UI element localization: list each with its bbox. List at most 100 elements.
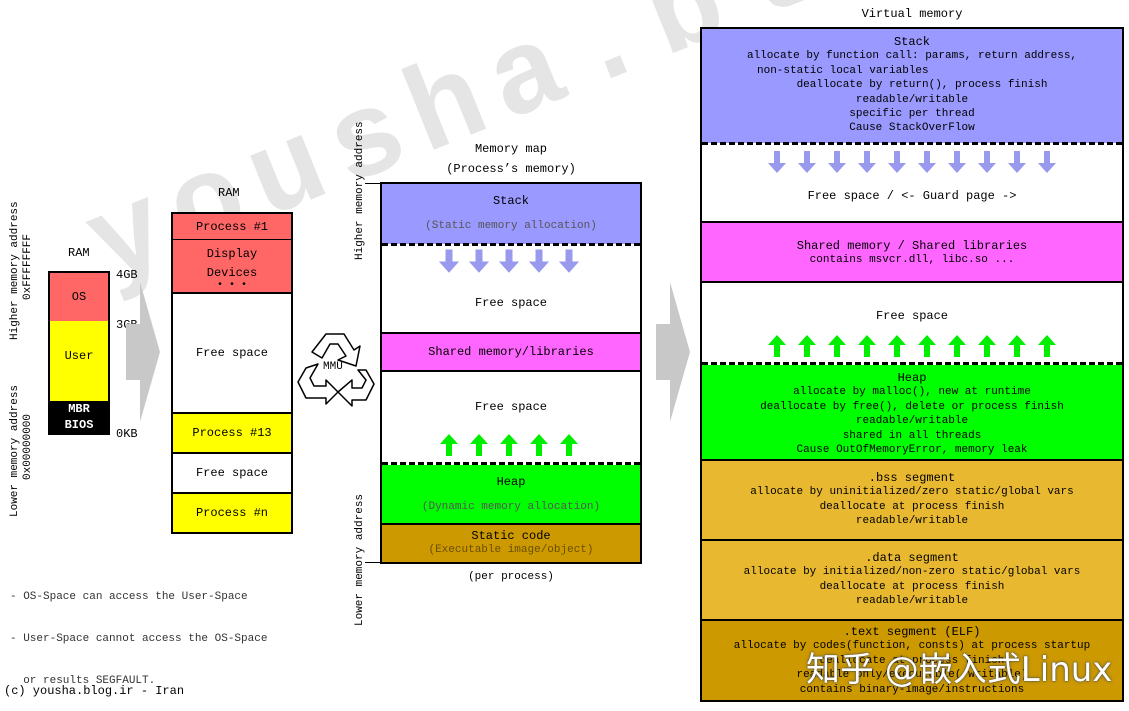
higher-memory-label: Higher memory address [9, 201, 21, 340]
vm-stack-title: Stack [893, 35, 930, 49]
map-dash-2 [382, 462, 640, 465]
vm-data-segment: .data segment allocate by initialized/no… [702, 541, 1122, 621]
note-line: - OS-Space can access the User-Space [10, 591, 248, 603]
map-stack-sub: (Static memory allocation) [425, 220, 597, 232]
map-tick-top [365, 183, 381, 184]
vm-stack-segment: Stack allocate by function call: params,… [702, 29, 1122, 143]
vm-text-line: contains binary-image/instructions [799, 683, 1025, 696]
vm-data-line: deallocate at process finish [819, 580, 1005, 593]
map-free-segment-2: Free space [382, 372, 640, 462]
vm-heap-line: allocate by malloc(), new at runtime [793, 386, 1031, 399]
vm-shared-title: Shared memory / Shared libraries [796, 239, 1028, 253]
vm-data-line: allocate by initialized/non-zero static/… [743, 566, 1081, 579]
map-heap-title: Heap [496, 475, 526, 489]
mark-0kb: 0KB [116, 427, 138, 441]
up-arrows-icon [440, 434, 578, 456]
vm-free-guard-segment: Free space / <- Guard page -> [702, 145, 1122, 223]
vm-heap-segment: Heap allocate by malloc(), new at runtim… [702, 365, 1122, 461]
mmu-label: MMU [323, 361, 343, 373]
vm-heap-title: Heap [897, 371, 927, 385]
process-1-segment: Process #1 [173, 214, 291, 240]
map-dash-1 [382, 243, 640, 246]
display-label: Display [206, 247, 258, 261]
vm-stack-line: non-static local variables [757, 64, 929, 77]
map-static-title: Static code [471, 529, 551, 543]
vm-bss-segment: .bss segment allocate by uninitialized/z… [702, 461, 1122, 541]
devices-label: Devices [206, 266, 258, 280]
vm-title: Virtual memory [861, 7, 963, 21]
copyright-text: (c) yousha.blog.ir - Iran [4, 684, 185, 698]
vm-bss-title: .bss segment [868, 471, 956, 485]
vm-heap-line: Cause OutOfMemoryError, memory leak [796, 444, 1028, 457]
vm-stack-line: allocate by function call: params, retur… [746, 50, 1078, 63]
vm-dash-1 [702, 142, 1122, 145]
map-free-label-2: Free space [474, 400, 547, 414]
memory-map-box: Stack (Static memory allocation) Free sp… [380, 182, 642, 564]
vm-text-line: deallocate at process finish [819, 654, 1005, 667]
vm-free-guard-label: Free space / <- Guard page -> [807, 189, 1017, 203]
vm-stack-line: deallocate by return(), process finish [796, 79, 1048, 92]
note-line: or results SEGFAULT. [10, 675, 156, 687]
higher-memory-value: 0xFFFFFFFF [22, 233, 34, 300]
vm-heap-line: readable/writable [855, 415, 969, 428]
map-tick-bottom [365, 562, 381, 563]
notes-block: - OS-Space can access the User-Space - U… [10, 562, 267, 702]
ram-big-title: RAM [218, 186, 240, 200]
down-arrows-icon [438, 249, 580, 273]
vm-dash-2 [702, 362, 1122, 365]
vm-free-segment: Free space [702, 283, 1122, 362]
map-subtitle: (Process’s memory) [446, 162, 576, 176]
vm-stack-line: readable/writable [855, 93, 969, 106]
up-arrows-icon [768, 335, 1056, 357]
free-space-segment-2: Free space [173, 454, 291, 494]
map-free-label-1: Free space [474, 296, 547, 310]
vm-stack-line: Cause StackOverFlow [849, 122, 975, 135]
vm-stack-line: specific per thread [849, 108, 975, 121]
map-heap-segment: Heap (Dynamic memory allocation) [382, 465, 640, 523]
ram-small-title: RAM [68, 246, 90, 260]
vm-text-segment: .text segment (ELF) allocate by codes(fu… [702, 621, 1122, 700]
bios-segment: BIOS [50, 418, 108, 433]
vm-shared-line: contains msvcr.dll, libc.so ... [809, 254, 1015, 267]
process-n-segment: Process #n [173, 494, 291, 532]
vm-text-line: readable only/executable(/writable) [796, 669, 1028, 682]
display-devices-segment: Display Devices • • • [173, 240, 291, 294]
map-static-sub: (Executable image/object) [428, 544, 594, 556]
note-line: - User-Space cannot access the OS-Space [10, 633, 268, 645]
grey-arrow-icon [126, 282, 160, 422]
map-title: Memory map [474, 142, 547, 156]
grey-arrow-icon [656, 282, 690, 422]
corner-watermark: 知乎 @嵌入式Linux [806, 650, 1113, 690]
lower-memory-label: Lower memory address [9, 384, 21, 517]
user-segment: User [50, 321, 108, 401]
vm-data-line: readable/writable [855, 595, 969, 608]
ram-big-bar: Process #1 Display Devices • • • Free sp… [171, 212, 293, 534]
free-space-segment: Free space [173, 294, 291, 414]
ellipsis-label: • • • [216, 280, 247, 291]
ram-small-bar: OS User MBR BIOS [48, 271, 110, 435]
vm-data-title: .data segment [865, 551, 959, 565]
vm-text-title: .text segment (ELF) [843, 625, 981, 639]
vm-heap-line: deallocate by free(), delete or process … [760, 400, 1064, 413]
mbr-segment: MBR [50, 401, 108, 418]
map-static-segment: Static code (Executable image/object) [382, 523, 640, 562]
recycle-icon [297, 333, 375, 407]
vm-text-line: allocate by codes(function, consts) at p… [733, 640, 1091, 653]
lower-memory-value: 0x00000000 [22, 413, 34, 480]
map-stack-segment: Stack (Static memory allocation) [382, 184, 640, 244]
map-free-segment-1: Free space [382, 246, 640, 332]
map-heap-sub: (Dynamic memory allocation) [421, 501, 601, 513]
vm-bss-line: readable/writable [855, 515, 969, 528]
vm-shared-segment: Shared memory / Shared libraries contain… [702, 223, 1122, 283]
vm-heap-line: shared in all threads [842, 429, 982, 442]
os-segment: OS [50, 273, 108, 321]
virtual-memory-box: Stack allocate by function call: params,… [700, 27, 1124, 702]
map-shared-segment: Shared memory/libraries [382, 332, 640, 372]
map-stack-title: Stack [492, 194, 529, 208]
vm-bss-line: deallocate at process finish [819, 500, 1005, 513]
map-lower-label: Lower memory address [354, 493, 366, 626]
vm-free-label: Free space [875, 309, 948, 323]
map-footer: (per process) [468, 571, 554, 583]
mark-4gb: 4GB [116, 268, 138, 282]
down-arrows-icon [768, 151, 1056, 173]
